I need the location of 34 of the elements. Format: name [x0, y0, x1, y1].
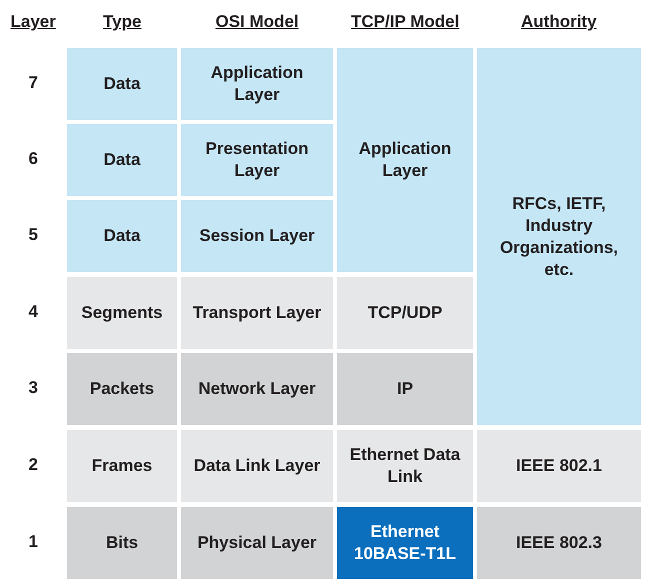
table-cell: Frames — [67, 430, 177, 502]
table-cell: Data Link Layer — [181, 430, 333, 502]
table-cell: Bits — [67, 507, 177, 579]
layer-number: 7 — [28, 73, 38, 93]
layer-number: 4 — [28, 302, 38, 322]
table-cell: Application Layer — [337, 48, 473, 272]
table-cell: Ethernet Data Link — [337, 430, 473, 502]
layer-number: 5 — [28, 225, 38, 245]
layer-number: 2 — [28, 455, 38, 475]
table-cell: IEEE 802.3 — [477, 507, 641, 579]
column-header: TCP/IP Model — [351, 12, 460, 32]
column-header: OSI Model — [216, 12, 299, 32]
layer-number: 6 — [28, 149, 38, 169]
table-cell: Physical Layer — [181, 507, 333, 579]
table-cell: Data — [67, 124, 177, 196]
table-cell: Network Layer — [181, 353, 333, 425]
table-cell: Session Layer — [181, 200, 333, 272]
table-cell: Presentation Layer — [181, 124, 333, 196]
column-header: Type — [103, 12, 142, 32]
layer-number: 1 — [28, 532, 38, 552]
table-cell: TCP/UDP — [337, 277, 473, 349]
table-cell: Data — [67, 48, 177, 120]
table-cell: Transport Layer — [181, 277, 333, 349]
table-cell: Segments — [67, 277, 177, 349]
table-cell: RFCs, IETF, Industry Organizations, etc. — [477, 48, 641, 425]
layer-number: 3 — [28, 378, 38, 398]
table-cell: Application Layer — [181, 48, 333, 120]
table-cell: Data — [67, 200, 177, 272]
column-header: Layer — [10, 12, 56, 32]
table-cell: IP — [337, 353, 473, 425]
table-cell: Ethernet 10BASE-T1L — [337, 507, 473, 579]
table-cell: Packets — [67, 353, 177, 425]
column-header: Authority — [521, 12, 597, 32]
table-cell: IEEE 802.1 — [477, 430, 641, 502]
